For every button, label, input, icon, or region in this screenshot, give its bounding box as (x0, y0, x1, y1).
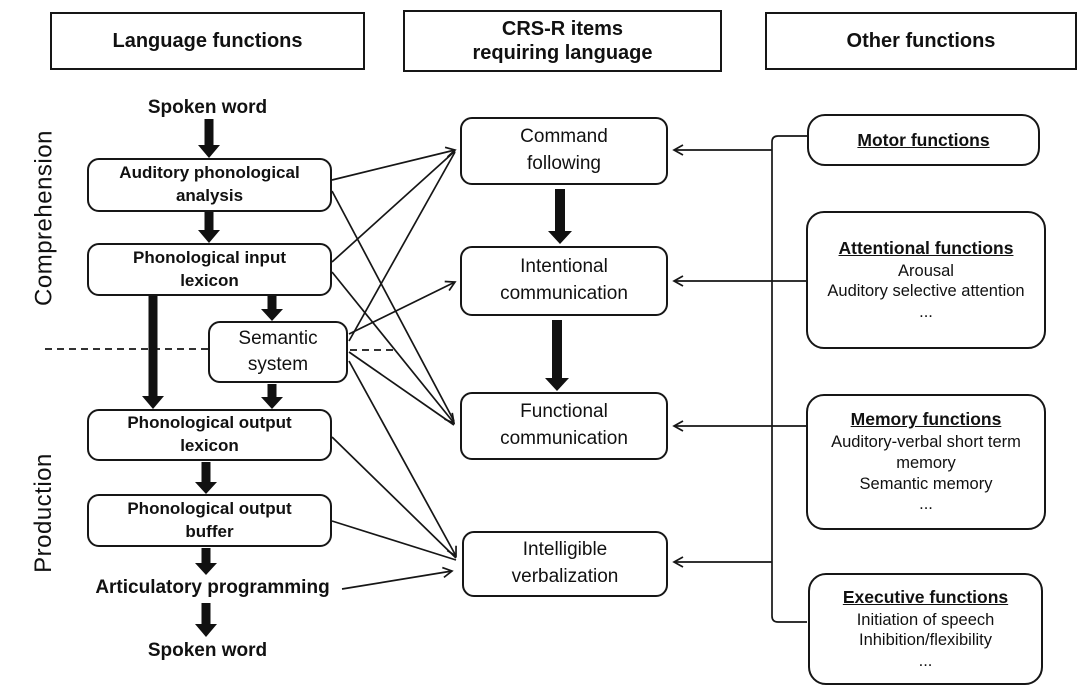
node-auditory-line2: analysis (175, 186, 244, 205)
header-other-functions-label: Other functions (846, 30, 996, 52)
node-spoken-word-bottom: Spoken word (147, 640, 268, 661)
header-other-functions: Other functions (765, 12, 1077, 70)
link-semantic-to-functional (348, 351, 455, 426)
node-semantic-system: Semantic system (208, 321, 348, 383)
label-production: Production (30, 453, 57, 573)
comprehension-production-divider (45, 348, 393, 351)
node-outputlexicon-line1: Phonological output (127, 413, 292, 433)
node-auditory-phonological-analysis: Auditory phonological analysis (87, 158, 332, 212)
node-phonological-output-lexicon: Phonological output lexicon (87, 409, 332, 461)
node-intelligible-line2: verbalization (511, 566, 619, 587)
executive-item: Initiation of speech (856, 610, 995, 629)
node-articulatory-programming: Articulatory programming (95, 577, 330, 598)
node-outputbuffer-line1: Phonological output (127, 498, 292, 518)
arrow-outputbuffer-to-articulatory (195, 548, 217, 575)
memory-item: Auditory-verbal short term memory (831, 433, 1021, 472)
arrow-inputlexicon-to-outputlexicon (142, 296, 164, 409)
header-crsr-line2: requiring language (472, 42, 653, 64)
memory-item: Semantic memory (859, 474, 993, 493)
node-inputlexicon-line1: Phonological input (133, 247, 286, 267)
node-semantic-line1: Semantic (238, 328, 318, 350)
executive-functions-title: Executive functions (842, 586, 1009, 607)
thick-flow-arrows (142, 119, 572, 637)
link-semantic-to-command (348, 151, 456, 342)
link-inputlexicon-to-command (331, 150, 456, 263)
link-auditory-to-command (331, 146, 457, 181)
header-language-functions: Language functions (50, 12, 365, 70)
other-functions-bracket (771, 135, 807, 623)
arrow-auditory-to-inputlexicon (198, 211, 220, 243)
memory-item: ... (919, 495, 933, 514)
link-outputbuffer-to-intelligible (331, 520, 457, 561)
attentional-item: Auditory selective attention (827, 282, 1025, 301)
header-language-functions-label: Language functions (112, 30, 303, 52)
link-outputlexicon-to-intelligible (331, 436, 457, 559)
node-motor-functions: Motor functions (807, 114, 1040, 166)
attentional-functions-title: Attentional functions (838, 237, 1014, 258)
node-phonological-output-buffer: Phonological output buffer (87, 494, 332, 547)
node-intelligible-verbalization: Intelligible verbalization (462, 531, 668, 597)
node-intentional-line2: communication (500, 283, 628, 304)
motor-functions-title: Motor functions (857, 129, 990, 150)
node-executive-functions: Executive functions Initiation of speech… (808, 573, 1043, 685)
attentional-item: Arousal (898, 261, 954, 280)
arrow-spokenword-to-auditory (198, 119, 220, 158)
node-inputlexicon-line2: lexicon (180, 270, 239, 290)
node-intentional-communication: Intentional communication (460, 246, 668, 316)
node-functional-line1: Functional (520, 401, 608, 423)
arrow-command-to-intentional (548, 189, 572, 244)
node-command-line1: Command (520, 126, 608, 148)
arrow-semantic-to-outputlexicon (261, 384, 283, 409)
arrow-articulatory-to-spokenword (195, 603, 217, 637)
node-phonological-input-lexicon: Phonological input lexicon (87, 243, 332, 296)
link-semantic-to-intentional (348, 280, 457, 335)
node-outputbuffer-line2: buffer (185, 521, 234, 541)
executive-item: ... (918, 651, 933, 670)
header-crsr-items: CRS-R items requiring language (403, 10, 722, 72)
label-comprehension: Comprehension (30, 130, 58, 306)
node-intelligible-line1: Intelligible (522, 539, 608, 561)
node-semantic-line2: system (247, 354, 309, 375)
node-outputlexicon-line2: lexicon (180, 436, 239, 455)
node-command-line2: following (527, 153, 601, 174)
node-command-following: Command following (460, 117, 668, 185)
link-inputlexicon-to-functional (331, 271, 456, 425)
node-spoken-word-top: Spoken word (147, 97, 268, 118)
arrow-intentional-to-functional (545, 320, 569, 391)
memory-functions-title: Memory functions (850, 409, 1002, 430)
link-auditory-to-functional (331, 190, 455, 422)
arrow-inputlexicon-to-semantic (261, 296, 283, 321)
node-intentional-line1: Intentional (520, 256, 608, 278)
arrow-outputlexicon-to-outputbuffer (195, 462, 217, 494)
header-crsr-line1: CRS-R items (501, 18, 624, 40)
node-attentional-functions: Attentional functions Arousal Auditory s… (806, 211, 1046, 349)
executive-item: Inhibition/flexibility (859, 631, 992, 650)
node-functional-communication: Functional communication (460, 392, 668, 460)
node-functional-line2: communication (500, 428, 628, 449)
language-to-crsr-links (331, 146, 457, 590)
node-auditory-line1: Auditory phonological (119, 163, 300, 183)
link-articulatory-to-intelligible (341, 566, 454, 590)
link-semantic-to-intelligible (348, 360, 457, 558)
node-memory-functions: Memory functions Auditory-verbal short t… (806, 394, 1046, 530)
other-functions-links (672, 135, 807, 623)
attentional-item: ... (919, 302, 933, 321)
